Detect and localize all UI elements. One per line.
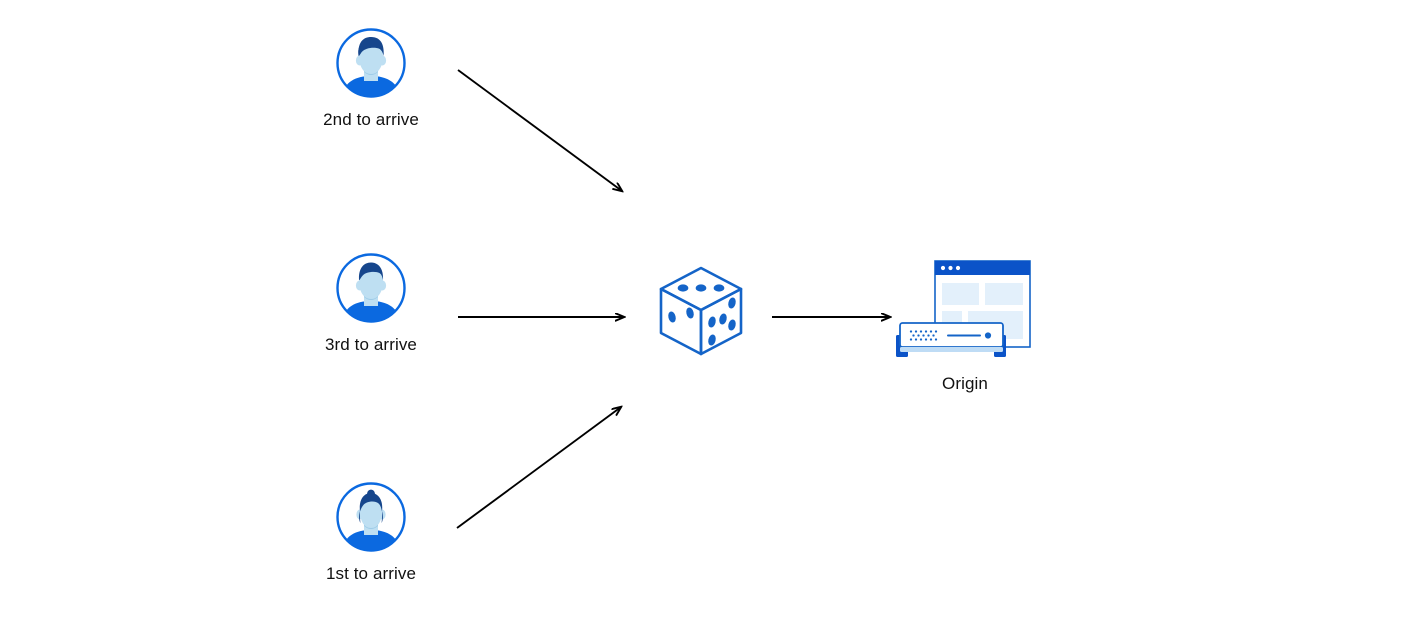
user-avatar-icon	[334, 480, 408, 554]
node-label-user-3rd: 3rd to arrive	[324, 335, 417, 354]
arrow-user1-to-dice	[456, 407, 621, 529]
node-label-user-1st: 1st to arrive	[325, 564, 417, 583]
user-avatar-icon	[334, 26, 408, 100]
user-avatar-icon	[334, 251, 408, 325]
dice-icon	[655, 263, 747, 359]
node-origin[interactable]: Origin	[890, 256, 1040, 394]
server-device	[896, 322, 1006, 357]
origin-server-icon	[890, 256, 1040, 360]
node-label-user-2nd: 2nd to arrive	[323, 110, 419, 129]
node-randomizer[interactable]	[655, 263, 747, 359]
node-user-2nd[interactable]: 2nd to arrive	[311, 26, 431, 130]
arrow-user2-to-dice	[457, 69, 622, 191]
node-label-origin: Origin	[942, 374, 988, 393]
node-user-3rd[interactable]: 3rd to arrive	[311, 251, 431, 355]
node-user-1st[interactable]: 1st to arrive	[311, 480, 431, 584]
